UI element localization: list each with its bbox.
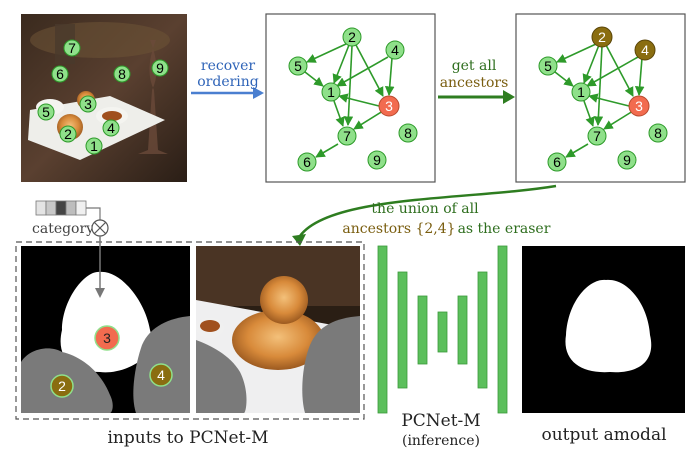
graph2-node-5: 5	[538, 56, 558, 76]
inputs-caption: inputs to PCNet-M	[107, 428, 268, 448]
photo-labels: 7 6 8 9 5 3 4 2 1	[37, 39, 169, 155]
ordering-label: ordering	[197, 74, 259, 90]
photo-label-5: 5	[37, 103, 55, 121]
svg-text:5: 5	[294, 58, 302, 74]
svg-text:7: 7	[593, 128, 601, 144]
svg-text:4: 4	[641, 42, 649, 58]
graph2-node-3: 3	[628, 95, 650, 117]
svg-text:3: 3	[84, 96, 92, 112]
svg-text:1: 1	[327, 84, 335, 100]
union-eraser-arrow: the union of all ancestors {2,4} as the …	[292, 184, 557, 246]
svg-text:3: 3	[103, 330, 111, 346]
union-ancestors-label: ancestors {2,4}	[342, 221, 455, 237]
graph2-node-9: 9	[617, 150, 637, 170]
svg-text:9: 9	[373, 152, 381, 168]
order-graph-1: 2 4 5 1 3 7 8 6 9	[265, 13, 436, 183]
svg-text:9: 9	[623, 152, 631, 168]
inputs-dashed-box	[15, 241, 365, 420]
pcnet-caption: PCNet-M	[401, 411, 480, 431]
svg-text:4: 4	[391, 42, 399, 58]
photo-label-8: 8	[113, 65, 131, 83]
graph2-node-7: 7	[587, 126, 607, 146]
mask-label-2: 2	[50, 374, 74, 398]
graph2-node-2: 2	[591, 26, 613, 48]
svg-text:6: 6	[303, 154, 311, 170]
svg-text:7: 7	[68, 40, 76, 56]
svg-text:4: 4	[107, 120, 115, 136]
svg-text:7: 7	[343, 128, 351, 144]
ancestors-label: ancestors	[440, 75, 509, 91]
svg-text:5: 5	[544, 58, 552, 74]
graph1-node-2: 2	[342, 27, 362, 47]
graph1-node-4: 4	[385, 40, 405, 60]
svg-text:1: 1	[90, 138, 98, 154]
photo-label-3: 3	[79, 95, 97, 113]
photo-label-7: 7	[63, 39, 81, 57]
recover-label: recover	[201, 58, 255, 74]
graph1-node-7: 7	[337, 126, 357, 146]
union-eraser-label: as the eraser	[458, 221, 551, 237]
output-amodal-panel	[522, 246, 685, 413]
graph2-node-4: 4	[634, 39, 656, 61]
graph1-node-1: 1	[321, 82, 341, 102]
pcnet-network	[377, 245, 508, 414]
svg-text:5: 5	[42, 104, 50, 120]
mask-label-3: 3	[94, 325, 120, 351]
photo-label-6: 6	[51, 65, 69, 83]
recover-ordering-arrow: recover ordering	[191, 58, 264, 99]
order-graph-2: 2 4 5 1 3 7 8 6 9	[515, 13, 686, 183]
graph1-edges	[304, 43, 395, 158]
graph2-edges	[554, 43, 645, 158]
scene-photo	[21, 14, 187, 182]
rgb-input-panel	[196, 246, 360, 413]
graph1-node-8: 8	[398, 123, 418, 143]
union-label: the union of all	[371, 201, 479, 217]
graph2-node-1: 1	[571, 82, 591, 102]
category-vector: category	[32, 200, 101, 237]
photo-label-4: 4	[102, 119, 120, 137]
mask-label-4: 4	[149, 363, 173, 387]
inference-caption: (inference)	[402, 433, 480, 449]
svg-text:2: 2	[598, 29, 606, 45]
photo-label-1: 1	[85, 137, 103, 155]
multiply-op-icon	[91, 219, 109, 237]
svg-text:8: 8	[654, 125, 662, 141]
graph1-node-3: 3	[378, 95, 400, 117]
svg-text:6: 6	[553, 154, 561, 170]
svg-text:4: 4	[157, 367, 165, 383]
category-label: category	[32, 221, 94, 237]
svg-text:6: 6	[56, 66, 64, 82]
graph1-node-5: 5	[288, 56, 308, 76]
svg-text:3: 3	[385, 98, 393, 114]
svg-text:9: 9	[156, 60, 164, 76]
svg-text:3: 3	[635, 98, 643, 114]
output-caption: output amodal	[541, 425, 666, 445]
svg-text:8: 8	[118, 66, 126, 82]
svg-text:1: 1	[577, 84, 585, 100]
graph2-node-6: 6	[547, 152, 567, 172]
graph1-node-6: 6	[297, 152, 317, 172]
photo-label-9: 9	[151, 59, 169, 77]
get-all-label: get all	[452, 58, 497, 74]
graph2-node-8: 8	[648, 123, 668, 143]
graph1-node-9: 9	[367, 150, 387, 170]
svg-text:2: 2	[58, 378, 66, 394]
photo-label-2: 2	[59, 125, 77, 143]
svg-text:8: 8	[404, 125, 412, 141]
svg-text:2: 2	[348, 29, 356, 45]
mask-input-panel: 3 2 4	[21, 236, 190, 413]
get-ancestors-arrow: get all ancestors	[438, 58, 515, 104]
svg-text:2: 2	[64, 126, 72, 142]
